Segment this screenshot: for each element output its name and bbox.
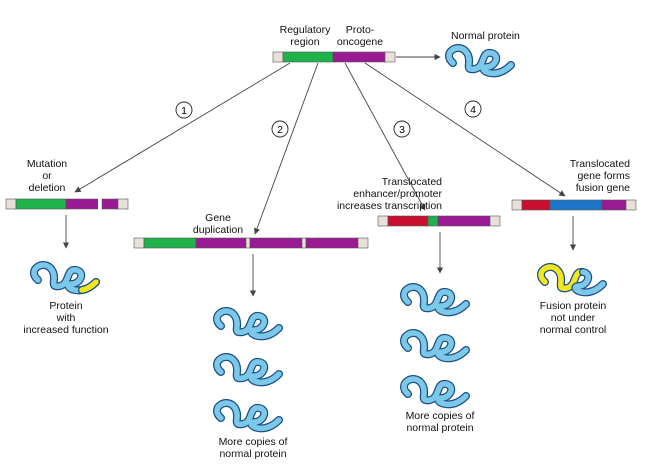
mech4-gene-line-3: fusion gene <box>575 182 630 194</box>
step-2-marker: 2 <box>271 120 289 138</box>
proto-label-line-1: Proto- <box>345 24 375 36</box>
step-4-marker: 4 <box>464 100 482 118</box>
proto-oncogene-label: Proto- oncogene <box>337 24 383 48</box>
regulatory-region-segment <box>282 51 334 63</box>
normal-protein-icon <box>404 333 466 358</box>
branch-arrow-3 <box>344 62 426 211</box>
duplicated-gene <box>133 237 369 249</box>
mech1-result-line-2: with <box>56 312 76 324</box>
mechanism-2-gene-label: Gene duplication <box>193 212 243 236</box>
normal-protein-icon <box>217 403 279 428</box>
mech3-result-line-2: normal protein <box>406 422 474 434</box>
mechanism-4-gene-label: Translocated gene forms fusion gene <box>570 158 630 194</box>
branch-arrow-2 <box>254 62 319 235</box>
mech1-gene-line-1: Mutation <box>26 158 68 170</box>
normal-protein-label: Normal protein <box>451 30 520 42</box>
mech2-gene-line-2: duplication <box>192 224 244 236</box>
mech4-result-line-1: Fusion protein <box>539 300 607 312</box>
deletion-gap <box>98 199 102 209</box>
normal-protein-icon <box>217 311 279 336</box>
normal-protein-icon <box>217 357 279 382</box>
mechanism-3-result-label: More copies of normal protein <box>406 410 475 434</box>
mech4-gene-line-1: Translocated <box>569 158 630 170</box>
fusion-gene <box>511 199 637 211</box>
step-1-marker: 1 <box>175 101 193 119</box>
mech4-result-line-2: not under <box>550 312 596 324</box>
mech3-result-line-1: More copies of <box>405 410 475 422</box>
mech1-result-line-1: Protein <box>49 300 83 312</box>
fusion-protein-icon <box>537 263 607 297</box>
top-gene <box>272 51 396 63</box>
mech4-result-line-3: normal control <box>539 324 607 336</box>
mech2-result-line-2: normal protein <box>219 448 287 460</box>
step-4-number: 4 <box>470 104 476 116</box>
altered-protein-icon <box>34 265 100 290</box>
mechanism-4-result-label: Fusion protein not under normal control <box>540 300 607 336</box>
gene-end-cap-right <box>384 51 396 63</box>
mech2-gene-line-1: Gene <box>205 212 231 224</box>
regulatory-label-line-1: Regulatory <box>279 24 331 36</box>
mech2-result-line-1: More copies of <box>218 436 288 448</box>
mutated-gene <box>5 198 129 210</box>
regulatory-label-line-2: region <box>290 36 320 48</box>
translocated-enhancer-gene <box>377 215 501 227</box>
mech1-gene-line-2: or <box>42 170 52 182</box>
proto-oncogene-segment <box>332 51 386 63</box>
mechanism-2-result-label: More copies of normal protein <box>219 436 288 460</box>
normal-protein-icon <box>404 287 466 312</box>
mech3-gene-line-1: Translocated <box>381 176 442 188</box>
branch-arrow-1 <box>74 62 291 193</box>
step-3-number: 3 <box>399 124 405 136</box>
step-1-number: 1 <box>181 105 187 117</box>
mech1-gene-line-3: deletion <box>28 182 66 194</box>
gene-end-cap-left <box>272 51 284 63</box>
mechanism-1-result-label: Protein with increased function <box>23 300 108 336</box>
normal-protein-icon <box>404 379 466 404</box>
regulatory-region-label: Regulatory region <box>280 24 331 48</box>
branch-arrow-4 <box>364 62 566 197</box>
mech3-gene-line-3: increases transcription <box>336 200 442 212</box>
mech4-gene-line-2: gene forms <box>577 170 630 182</box>
step-2-number: 2 <box>277 124 283 136</box>
mechanism-3-gene-label: Translocated enhancer/promoter increases… <box>337 176 442 212</box>
proto-label-line-2: oncogene <box>336 36 384 48</box>
mech3-gene-line-2: enhancer/promoter <box>353 188 442 200</box>
mechanism-1-gene-label: Mutation or deletion <box>27 158 67 194</box>
step-3-marker: 3 <box>393 120 411 138</box>
normal-protein-text: Normal protein <box>451 30 520 42</box>
normal-protein-icon <box>449 48 511 73</box>
mech1-result-line-3: increased function <box>23 324 109 336</box>
